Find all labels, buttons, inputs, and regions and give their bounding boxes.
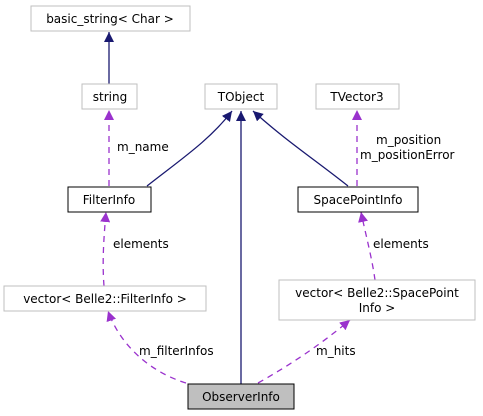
node-string[interactable]: string: [81, 83, 138, 110]
node-vector-filterinfo[interactable]: vector< Belle2::FilterInfo >: [3, 285, 207, 312]
node-vector-spacepointinfo[interactable]: vector< Belle2::SpacePoint Info >: [278, 279, 476, 321]
node-tobject-label: TObject: [217, 90, 265, 104]
node-vector-filterinfo-label: vector< Belle2::FilterInfo >: [23, 292, 187, 306]
node-basic-string[interactable]: basic_string< Char >: [30, 5, 191, 32]
node-tvector3[interactable]: TVector3: [315, 83, 400, 110]
node-observerinfo[interactable]: ObserverInfo: [187, 383, 295, 410]
node-vector-spacepointinfo-label-line2: Info >: [359, 301, 396, 315]
node-spacepointinfo-label: SpacePointInfo: [313, 193, 402, 207]
edge-observerinfo-to-vector-spacepoint: [257, 319, 351, 384]
node-string-label: string: [93, 90, 127, 104]
node-filterinfo-label: FilterInfo: [83, 193, 135, 207]
edge-filterinfo-to-tobject: [146, 110, 233, 187]
node-tobject[interactable]: TObject: [204, 83, 278, 110]
label-m-name: m_name: [117, 140, 169, 154]
edge-vector-filterinfo-to-filterinfo: [100, 211, 111, 287]
edge-vector-spacepoint-to-spacepointinfo: [358, 211, 376, 281]
usage-edges: [100, 110, 376, 384]
label-m-hits: m_hits: [316, 344, 356, 358]
node-tvector3-label: TVector3: [329, 90, 383, 104]
edge-observerinfo-to-vector-filterinfo: [106, 310, 187, 384]
edge-spacepointinfo-to-tobject: [252, 110, 349, 187]
node-spacepointinfo[interactable]: SpacePointInfo: [297, 186, 419, 213]
label-m-filterinfos: m_filterInfos: [139, 344, 214, 358]
inheritance-edges: [104, 32, 349, 384]
node-basic-string-label: basic_string< Char >: [46, 12, 174, 26]
label-elements-filter: elements: [113, 237, 169, 251]
node-vector-spacepointinfo-label-line1: vector< Belle2::SpacePoint: [295, 286, 459, 300]
label-m-position: m_position: [376, 133, 441, 147]
node-filterinfo[interactable]: FilterInfo: [67, 186, 152, 213]
label-elements-spacepoint: elements: [373, 237, 429, 251]
edge-labels: m_name m_position m_positionError elemen…: [113, 133, 455, 358]
node-observerinfo-label: ObserverInfo: [202, 390, 280, 404]
label-m-position-error: m_positionError: [360, 148, 455, 162]
